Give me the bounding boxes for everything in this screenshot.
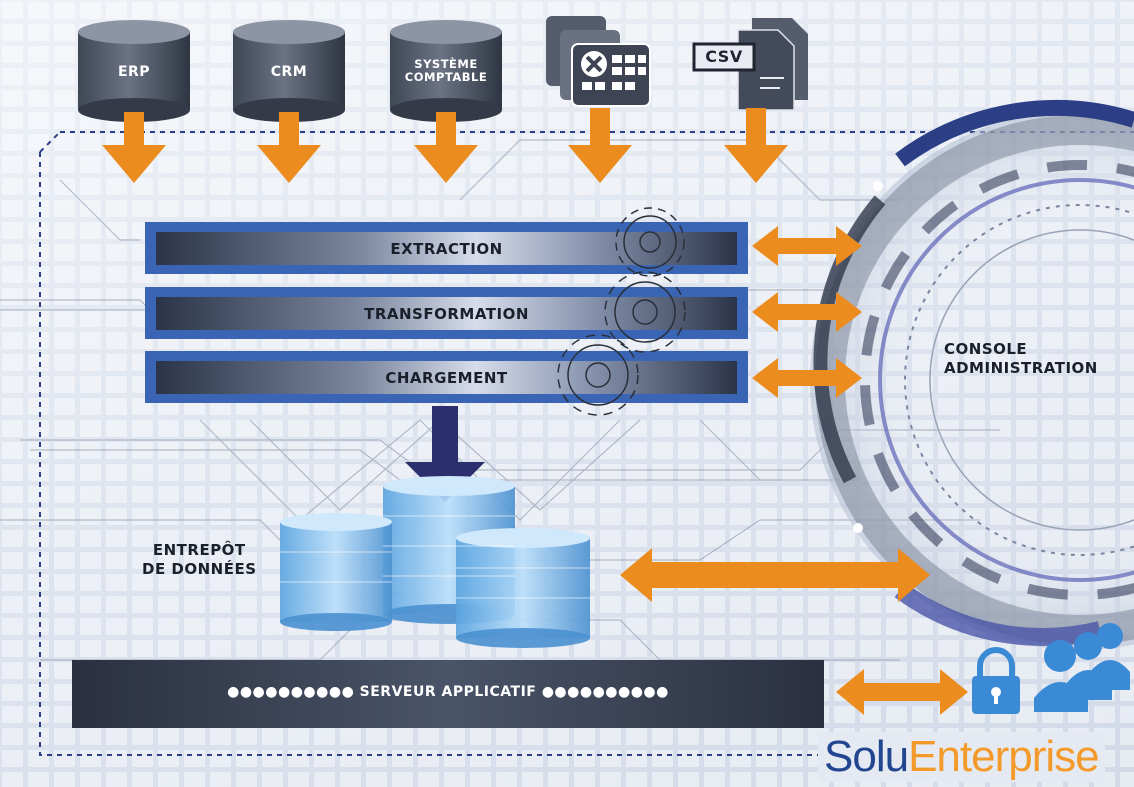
- crm-database: [233, 20, 345, 122]
- server-users-arrow: [836, 669, 968, 715]
- chargement-label: CHARGEMENT: [385, 369, 508, 387]
- warehouse-cylinders: [280, 476, 590, 648]
- csv-label: CSV: [705, 47, 743, 66]
- erp-database: [78, 20, 190, 122]
- brand-part-enterprise: Enterprise: [908, 732, 1100, 781]
- brand-logo: SoluEnterprise: [818, 732, 1105, 782]
- console-label-line2: ADMINISTRATION: [944, 359, 1098, 377]
- warehouse-label-line1: ENTREPÔT: [152, 541, 246, 559]
- csv-file-icon: [692, 18, 808, 111]
- warehouse-label: ENTREPÔT DE DONNÉES: [142, 541, 257, 579]
- accounting-label-line1: SYSTÈME: [414, 57, 478, 71]
- server-bar: [72, 660, 824, 728]
- padlock-icon: [972, 647, 1020, 714]
- accounting-system-label: SYSTÈME COMPTABLE: [390, 58, 502, 84]
- etl-console-arrows: [752, 226, 862, 398]
- brand-part-solu: Solu: [824, 732, 909, 781]
- warehouse-console-arrow: [620, 548, 930, 602]
- etl-bars: [145, 222, 748, 403]
- source-down-arrows: [102, 108, 788, 183]
- extraction-label: EXTRACTION: [390, 240, 503, 258]
- console-administration-label: CONSOLE ADMINISTRATION: [944, 340, 1098, 378]
- warehouse-label-line2: DE DONNÉES: [142, 560, 257, 578]
- accounting-database: [390, 20, 502, 122]
- accounting-label-line2: COMPTABLE: [404, 70, 488, 84]
- console-label-line1: CONSOLE: [944, 340, 1028, 358]
- transformation-label: TRANSFORMATION: [364, 305, 529, 323]
- excel-spreadsheet-icon: [546, 16, 651, 107]
- erp-label: ERP: [117, 64, 151, 80]
- server-label: ●●●●●●●●●● SERVEUR APPLICATIF ●●●●●●●●●●: [227, 684, 669, 700]
- crm-label: CRM: [270, 64, 308, 80]
- users-group-icon: [1034, 623, 1130, 712]
- gears-icon: [557, 207, 686, 416]
